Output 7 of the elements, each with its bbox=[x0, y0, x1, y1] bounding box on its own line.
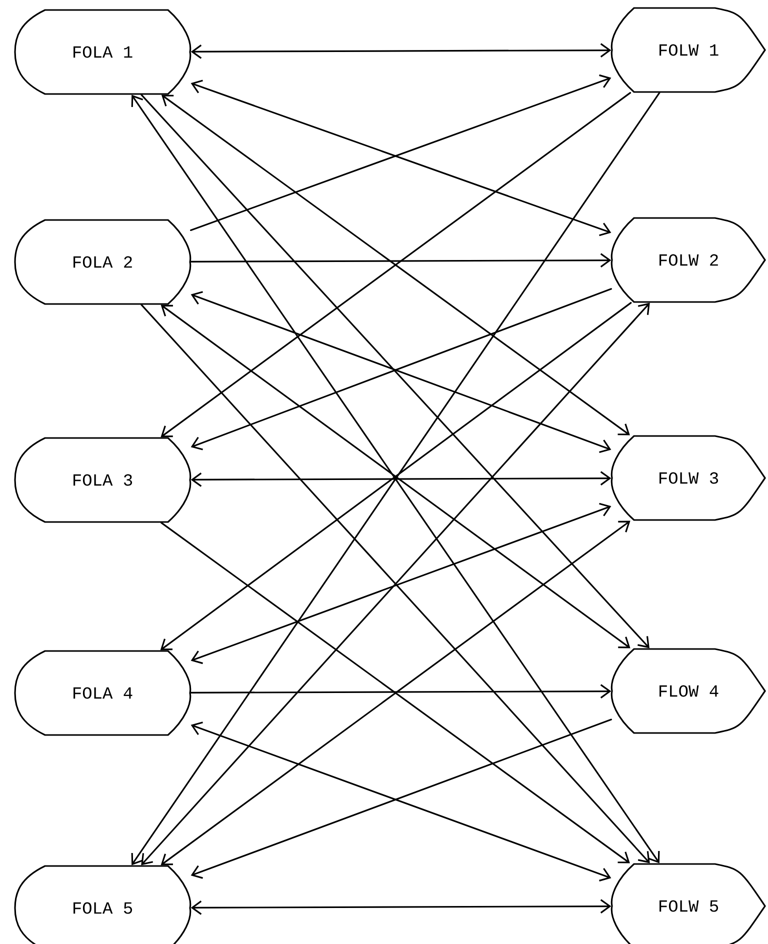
arrow bbox=[190, 253, 612, 268]
arrow bbox=[190, 502, 612, 664]
arrow bbox=[190, 43, 612, 59]
arrow bbox=[190, 899, 612, 915]
arrow bbox=[190, 684, 612, 698]
arrow bbox=[190, 471, 612, 487]
arrow bbox=[140, 94, 650, 648]
